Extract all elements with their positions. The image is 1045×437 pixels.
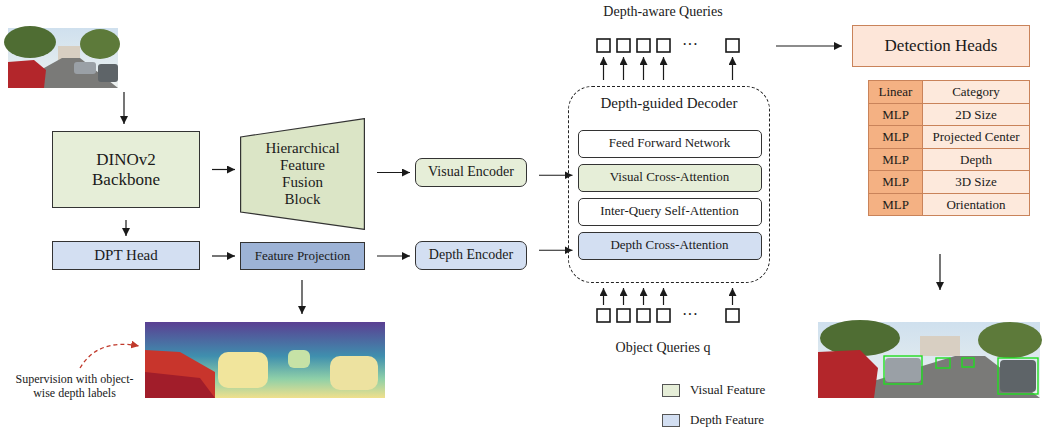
backbone-box: DINOv2 Backbone: [52, 131, 200, 208]
table-cell: MLP: [868, 148, 923, 172]
table-cell: 3D Size: [922, 170, 1030, 194]
query-arrows: [604, 46, 941, 305]
output-photo: [818, 320, 1042, 398]
projection-box: Feature Projection: [240, 242, 365, 270]
fusion-trapezoid: Hierarchical Feature Fusion Block: [240, 118, 365, 230]
annotation-label: Object Queries q: [573, 340, 753, 357]
annotation-label: Depth-aware Queries: [578, 4, 748, 21]
legend-entry: Visual Feature: [662, 382, 765, 398]
heads-box: Detection Heads: [852, 25, 1030, 67]
flow-arrow: [125, 220, 126, 236]
layer-box: Visual Cross-Attention: [578, 164, 762, 192]
encoder-box: Depth Encoder: [415, 241, 527, 270]
input-arrow: [123, 92, 124, 124]
legend-entry: Depth Feature: [662, 412, 764, 428]
node-text: Depth Encoder: [429, 247, 513, 263]
node-text: Detection Heads: [885, 36, 998, 56]
table-cell: MLP: [868, 125, 923, 149]
flow-arrow: [212, 255, 235, 256]
table-cell: MLP: [868, 170, 923, 194]
legend-text: Visual Feature: [690, 382, 765, 398]
layer-box: Depth Cross-Attention: [578, 232, 762, 260]
layer-box: Feed Forward Network: [578, 130, 762, 158]
depth-map: [145, 322, 385, 398]
encoder-box: Visual Encoder: [415, 158, 527, 187]
node-text: DINOv2 Backbone: [84, 150, 168, 189]
query-squares: [597, 39, 739, 322]
annotation-label: Supervision with object-wise depth label…: [12, 372, 137, 401]
input-photo: [4, 26, 120, 88]
node-text: Visual Cross-Attention: [610, 170, 729, 185]
table-cell: MLP: [868, 103, 923, 127]
flow-arrow: [212, 169, 235, 170]
node-text: Depth-guided Decoder: [600, 95, 737, 112]
node-text: Feed Forward Network: [609, 136, 730, 151]
node-text: Hierarchical Feature Fusion Block: [263, 140, 343, 209]
flow-arrow: [377, 255, 410, 256]
annotation-label: ···: [675, 35, 705, 54]
node-text: Feature Projection: [255, 249, 351, 264]
projection-arrow: [301, 280, 302, 314]
table-cell: Linear: [868, 80, 923, 104]
table-cell: 2D Size: [922, 103, 1030, 127]
supervision-arrow: [80, 344, 139, 368]
node-text: DPT Head: [94, 247, 157, 264]
table-cell: Orientation: [922, 193, 1030, 217]
table-cell: MLP: [868, 193, 923, 217]
table-cell: Depth: [922, 148, 1030, 172]
annotation-label: ···: [675, 305, 705, 324]
node-text: Inter-Query Self-Attention: [600, 204, 739, 219]
flow-arrow: [377, 172, 410, 173]
legend-swatch: [662, 384, 680, 397]
decoder-group: Depth-guided DecoderFeed Forward Network…: [568, 86, 770, 283]
legend-text: Depth Feature: [690, 412, 764, 428]
node-text: Visual Encoder: [428, 164, 514, 180]
node-text: Depth Cross-Attention: [610, 238, 728, 253]
table-cell: Category: [922, 80, 1030, 104]
layer-box: Inter-Query Self-Attention: [578, 198, 762, 226]
legend-swatch: [662, 414, 680, 427]
table-cell: Projected Center: [922, 125, 1030, 149]
head-box: DPT Head: [52, 241, 200, 270]
trapezoid-outline: [241, 119, 365, 230]
